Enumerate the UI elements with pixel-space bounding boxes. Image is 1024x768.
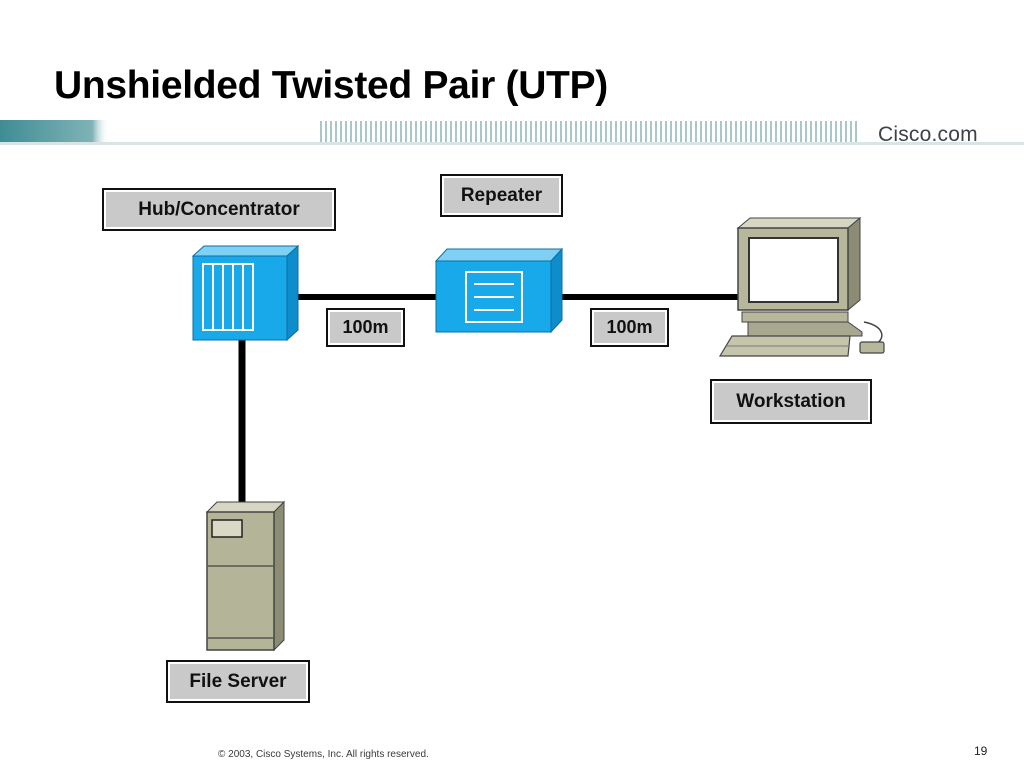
hub-icon	[191, 244, 300, 342]
label-distance-repeater-workstation: 100m	[590, 308, 669, 347]
cables	[238, 294, 745, 505]
page-number: 19	[974, 744, 988, 758]
label-file-server: File Server	[166, 660, 310, 703]
label-distance-hub-repeater: 100m	[326, 308, 405, 347]
slide-title: Unshielded Twisted Pair (UTP)	[54, 64, 608, 107]
workstation-icon	[718, 216, 885, 357]
file-server-icon	[205, 500, 286, 652]
label-repeater: Repeater	[440, 174, 563, 217]
copyright-footer: © 2003, Cisco Systems, Inc. All rights r…	[218, 749, 429, 760]
cisco-logo-text: Cisco.com	[878, 123, 978, 146]
label-workstation: Workstation	[710, 379, 872, 424]
label-hub-concentrator: Hub/Concentrator	[102, 188, 336, 231]
repeater-icon	[434, 247, 564, 334]
header-banner	[0, 120, 1024, 145]
